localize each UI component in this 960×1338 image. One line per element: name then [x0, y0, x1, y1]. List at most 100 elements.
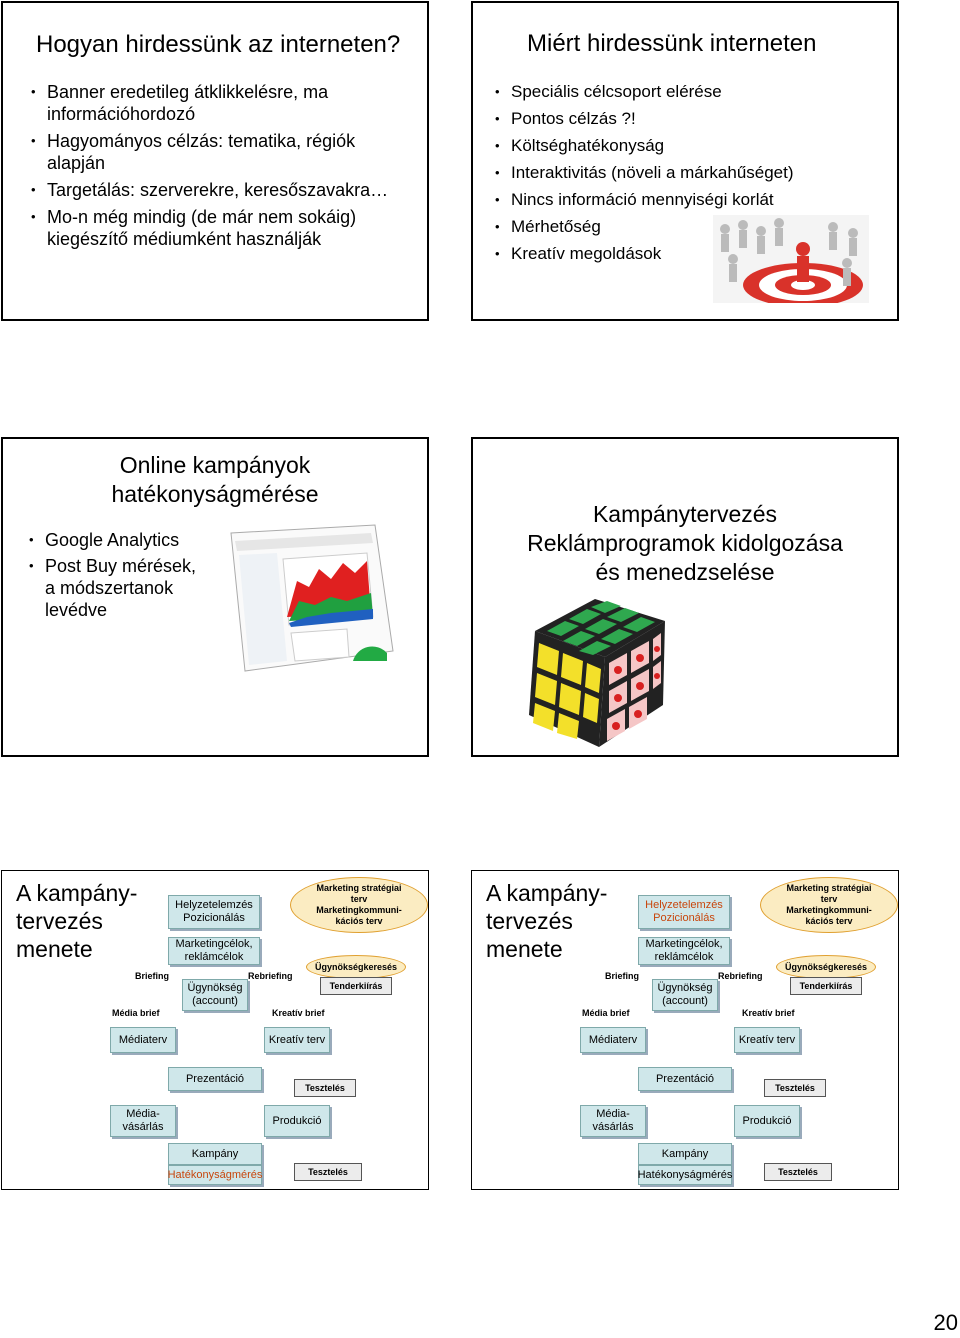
- marketingcelok-box: Marketingcélok,reklámcélok: [638, 937, 730, 965]
- target-crowd-image: [713, 215, 869, 303]
- slide-title-line2: tervezés: [16, 908, 103, 934]
- box-line: Médiaterv: [588, 1033, 638, 1046]
- bullet-list: Banner eredetileg átklikkelésre, ma info…: [31, 81, 391, 250]
- arrow-label: Tenderkiírás: [799, 981, 853, 991]
- cloud-line: Marketingkommuni-: [316, 905, 402, 915]
- arrow-label: Tesztelés: [305, 1083, 345, 1093]
- produkcio-box: Produkció: [264, 1105, 330, 1137]
- kreativ-terv-box: Kreatív terv: [264, 1027, 330, 1053]
- slide-title: Miért hirdessünk interneten: [527, 30, 817, 57]
- kreativ-terv-box: Kreatív terv: [734, 1027, 800, 1053]
- ugynokseg-box: Ügynökség(account): [182, 979, 248, 1011]
- box-line: Helyzetelemzés: [645, 899, 723, 911]
- teszteles-arrow-2: Tesztelés: [294, 1163, 362, 1181]
- ugynoksegkereses-cloud: Ügynökségkeresés: [776, 955, 876, 979]
- cloud-line: Ügynökségkeresés: [314, 961, 398, 972]
- cloud-line: kációs terv: [805, 916, 853, 926]
- bullet-item: Mérhetőség: [495, 213, 865, 240]
- box-line: Kreatív terv: [268, 1033, 326, 1046]
- box-line: Média-: [596, 1108, 630, 1120]
- prezentacio-box: Prezentáció: [168, 1067, 262, 1091]
- slide-hogyan-hirdessunk: Hogyan hirdessünk az interneten? Banner …: [1, 1, 429, 321]
- bullet-item: Nincs információ mennyiségi korlát: [495, 186, 865, 213]
- arrow-label: Tesztelés: [775, 1083, 815, 1093]
- slide-title-line3: és menedzselése: [595, 559, 775, 585]
- slide-kampanytervezes-menete-right: A kampány- tervezés menete Helyzetelemzé…: [471, 870, 899, 1190]
- hatekonysagmeres-box: Hatékonyságmérés: [168, 1165, 262, 1185]
- slide-title-line2: Reklámprogramok kidolgozása: [527, 530, 843, 556]
- bullet-item: Mo-n még mindig (de már nem sokáig) kieg…: [31, 206, 391, 250]
- box-line: reklámcélok: [654, 951, 714, 963]
- analytics-screenshot-image: [230, 524, 394, 672]
- slide-title-line3: menete: [16, 936, 93, 962]
- mediaterv-box: Médiaterv: [110, 1027, 176, 1053]
- box-line: vásárlás: [592, 1121, 634, 1133]
- slide-title-line1: A kampány-: [16, 880, 138, 906]
- page-number: 20: [933, 1310, 958, 1335]
- kampany-box: Kampány: [638, 1143, 732, 1165]
- box-line: Helyzetelemzés: [175, 899, 253, 911]
- media-brief-label: Média brief: [112, 1008, 160, 1018]
- box-line: Kampány: [191, 1147, 239, 1160]
- bullet-item: Költséghatékonyság: [495, 132, 865, 159]
- slide-title-line1: Kampánytervezés: [592, 501, 778, 527]
- box-line: vásárlás: [122, 1121, 164, 1133]
- box-line: Marketingcélok,: [645, 938, 723, 950]
- slide-title-line3: menete: [486, 936, 563, 962]
- bullet-item: Google Analytics: [29, 529, 209, 551]
- mediaterv-box: Médiaterv: [580, 1027, 646, 1053]
- arrow-label: Tesztelés: [778, 1167, 818, 1177]
- box-line: Kampány: [661, 1147, 709, 1160]
- box-line: Pozicionálás: [653, 912, 715, 924]
- box-line: Marketingcélok,: [175, 938, 253, 950]
- slide-title-line1: Online kampányok: [119, 452, 311, 478]
- bullet-item: Post Buy mérések, a módszertanok levédve: [29, 555, 209, 621]
- cloud-line: terv: [350, 894, 368, 904]
- media-vasarlas-box: Média-vásárlás: [110, 1105, 176, 1137]
- produkcio-box: Produkció: [734, 1105, 800, 1137]
- cloud-line: Marketingkommuni-: [786, 905, 872, 915]
- box-line: Kreatív terv: [738, 1033, 796, 1046]
- ugynoksegkereses-cloud: Ügynökségkeresés: [306, 955, 406, 979]
- box-line: Médiaterv: [118, 1033, 168, 1046]
- hatekonysagmeres-box: Hatékonyságmérés: [638, 1165, 732, 1185]
- slide-kampanytervezes: Kampánytervezés Reklámprogramok kidolgoz…: [471, 437, 899, 757]
- briefing-label: Briefing: [135, 971, 170, 981]
- rebriefing-label: Rebriefing: [248, 971, 293, 981]
- kampany-box: Kampány: [168, 1143, 262, 1165]
- box-line: Hatékonyságmérés: [637, 1168, 733, 1181]
- box-line: Ügynökség: [657, 982, 713, 994]
- tenderkiiras-arrow: Tenderkiírás: [790, 977, 862, 995]
- box-line: reklámcélok: [184, 951, 244, 963]
- ugynokseg-box: Ügynökség(account): [652, 979, 718, 1011]
- bullet-list: Speciális célcsoport elérése Pontos célz…: [495, 78, 865, 267]
- teszteles-arrow-2: Tesztelés: [764, 1163, 832, 1181]
- slide-miert-hirdessunk: Miért hirdessünk interneten Speciális cé…: [471, 1, 899, 321]
- slide-title-line2: tervezés: [486, 908, 573, 934]
- box-line: Prezentáció: [655, 1072, 715, 1085]
- bullet-item: Hagyományos célzás: tematika, régiók ala…: [31, 130, 391, 174]
- media-vasarlas-box: Média-vásárlás: [580, 1105, 646, 1137]
- bullet-item: Kreatív megoldások: [495, 240, 865, 267]
- kreativ-brief-label: Kreatív brief: [742, 1008, 795, 1018]
- slide-title: Hogyan hirdessünk az interneten?: [36, 31, 401, 58]
- bullet-item: Interaktivitás (növeli a márkahűséget): [495, 159, 865, 186]
- prezentacio-box: Prezentáció: [638, 1067, 732, 1091]
- bullet-item: Pontos célzás ?!: [495, 105, 865, 132]
- kreativ-brief-label: Kreatív brief: [272, 1008, 325, 1018]
- cloud-line: Marketing stratégiai: [316, 883, 402, 893]
- box-line: Ügynökség: [187, 982, 243, 994]
- box-line: Média-: [126, 1108, 160, 1120]
- slide-kampanytervezes-menete-left: A kampány- tervezés menete Helyzetelemzé…: [1, 870, 429, 1190]
- arrow-label: Tesztelés: [308, 1167, 348, 1177]
- bullet-item: Speciális célcsoport elérése: [495, 78, 865, 105]
- media-brief-label: Média brief: [582, 1008, 630, 1018]
- slide-title-line2: hatékonyságmérése: [111, 481, 319, 507]
- cloud-line: kációs terv: [335, 916, 383, 926]
- cloud-line: Marketing stratégiai: [786, 883, 872, 893]
- tenderkiiras-arrow: Tenderkiírás: [320, 977, 392, 995]
- marketingcelok-box: Marketingcélok,reklámcélok: [168, 937, 260, 965]
- box-line: Produkció: [272, 1114, 322, 1127]
